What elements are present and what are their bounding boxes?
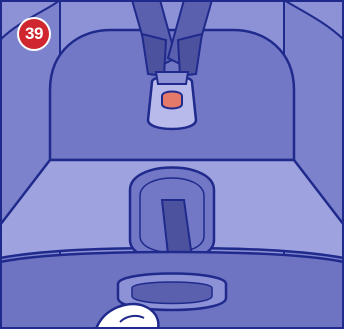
buckle-button — [162, 92, 182, 109]
step-number-badge: 39 — [19, 19, 49, 49]
buckle-tongue — [156, 72, 188, 84]
strap-slot-inner — [132, 282, 212, 304]
